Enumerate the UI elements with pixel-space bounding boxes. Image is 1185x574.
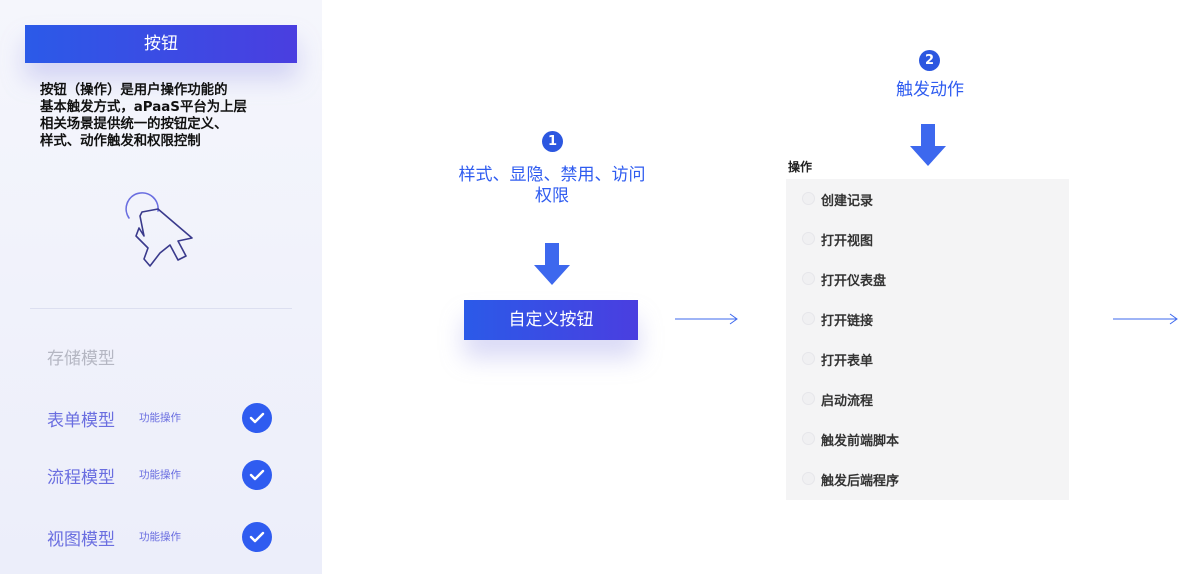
model-row-flow: 流程模型 功能操作 — [47, 459, 287, 493]
action-item[interactable]: 创建记录 — [802, 189, 1062, 209]
panel-description: 按钮（操作）是用户操作功能的 基本触发方式，aPaaS平台为上层 相关场景提供统… — [40, 82, 295, 150]
description-line: 按钮（操作）是用户操作功能的 — [40, 83, 228, 98]
storage-model-label: 存储模型 — [47, 349, 115, 369]
description-line: 基本触发方式，aPaaS平台为上层 — [40, 100, 247, 115]
check-circle-icon — [242, 403, 272, 433]
action-label: 打开视图 — [821, 234, 874, 249]
radio-icon[interactable] — [802, 232, 815, 245]
action-item[interactable]: 启动流程 — [802, 389, 1062, 409]
radio-icon[interactable] — [802, 192, 815, 205]
action-item[interactable]: 打开表单 — [802, 349, 1062, 369]
right-arrow-icon — [675, 313, 738, 325]
description-line: 样式、动作触发和权限控制 — [40, 134, 201, 149]
step-2-label: 触发动作 — [896, 80, 964, 100]
radio-icon[interactable] — [802, 352, 815, 365]
action-item[interactable]: 触发后端程序 — [802, 469, 1062, 489]
radio-icon[interactable] — [802, 472, 815, 485]
model-tag: 功能操作 — [139, 412, 181, 424]
actions-header: 操作 — [788, 160, 813, 174]
radio-icon[interactable] — [802, 272, 815, 285]
model-name: 流程模型 — [47, 468, 115, 488]
check-circle-icon — [242, 522, 272, 552]
model-tag: 功能操作 — [139, 531, 181, 543]
action-item[interactable]: 打开视图 — [802, 229, 1062, 249]
right-arrow-icon — [1113, 313, 1178, 325]
action-label: 触发前端脚本 — [821, 434, 900, 449]
model-tag: 功能操作 — [139, 469, 181, 481]
action-label: 触发后端程序 — [821, 474, 900, 489]
step-2-badge: 2 — [919, 50, 940, 71]
divider — [30, 308, 292, 309]
custom-button[interactable]: 自定义按钮 — [464, 300, 638, 340]
actions-panel: 创建记录 打开视图 打开仪表盘 打开链接 打开表单 启动流程 触发前端脚本 触发… — [786, 179, 1069, 500]
step-1-label: 样式、显隐、禁用、访问 权限 — [436, 165, 668, 207]
step-1-badge: 1 — [542, 131, 563, 152]
action-label: 启动流程 — [821, 394, 874, 409]
radio-icon[interactable] — [802, 432, 815, 445]
left-panel: 按钮 按钮（操作）是用户操作功能的 基本触发方式，aPaaS平台为上层 相关场景… — [0, 0, 322, 574]
panel-title: 按钮 — [25, 25, 297, 63]
pointer-hand-icon — [125, 192, 193, 267]
model-name: 表单模型 — [47, 411, 115, 431]
model-name: 视图模型 — [47, 530, 115, 550]
radio-icon[interactable] — [802, 392, 815, 405]
step-1-label-line: 权限 — [535, 186, 569, 206]
action-item[interactable]: 打开仪表盘 — [802, 269, 1062, 289]
model-row-view: 视图模型 功能操作 — [47, 521, 287, 555]
action-label: 打开链接 — [821, 314, 874, 329]
action-label: 打开表单 — [821, 354, 874, 369]
description-line: 相关场景提供统一的按钮定义、 — [40, 117, 228, 132]
action-label: 打开仪表盘 — [821, 274, 887, 289]
down-arrow-icon — [534, 243, 570, 285]
action-label: 创建记录 — [821, 194, 874, 209]
step-1-label-line: 样式、显隐、禁用、访问 — [458, 165, 646, 185]
model-row-form: 表单模型 功能操作 — [47, 402, 287, 436]
action-item[interactable]: 打开链接 — [802, 309, 1062, 329]
action-item[interactable]: 触发前端脚本 — [802, 429, 1062, 449]
radio-icon[interactable] — [802, 312, 815, 325]
down-arrow-icon — [910, 124, 946, 166]
check-circle-icon — [242, 460, 272, 490]
